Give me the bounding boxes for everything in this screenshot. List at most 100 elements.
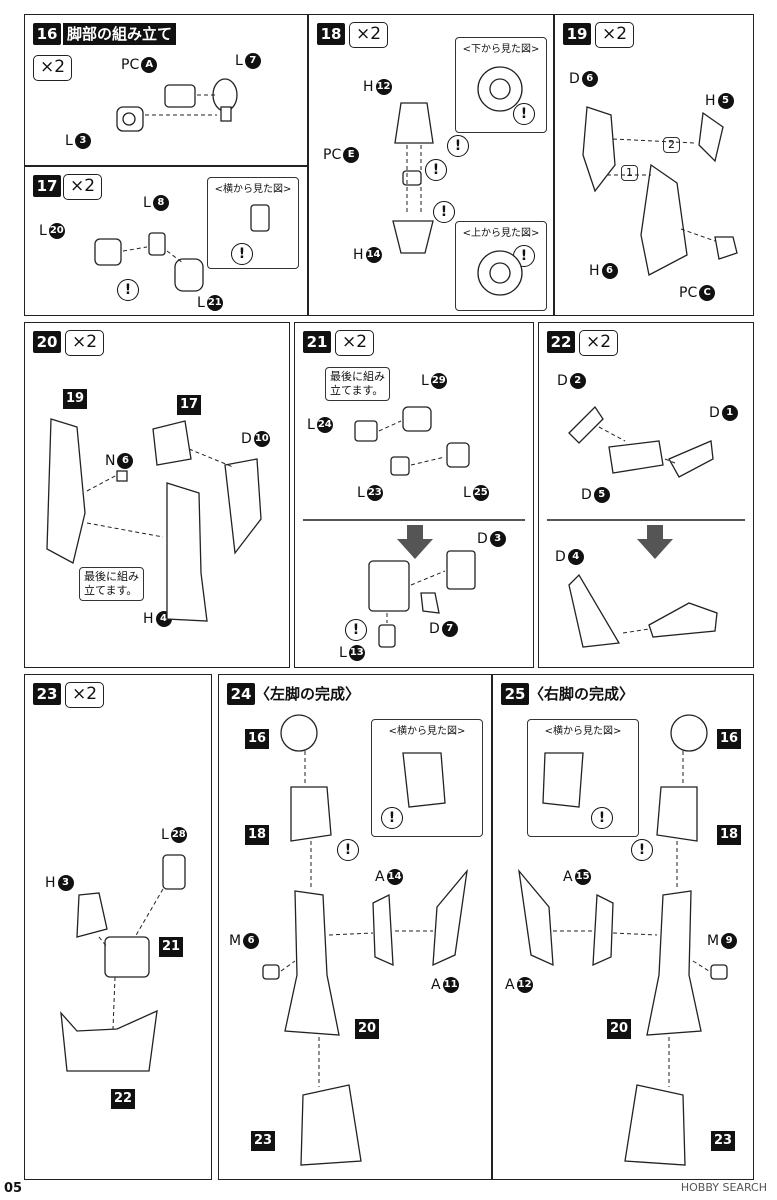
part-runner: M [229,933,242,949]
part-number: 7 [441,621,458,637]
part-number: 11 [442,977,459,993]
part-runner: A [375,869,385,885]
step-title: 〈左脚の完成〉 [255,685,361,703]
part-number: 14 [386,869,403,885]
attention-icon: ! [447,135,469,157]
part-number: A [141,57,158,73]
step-reference-23: 23 [251,1131,276,1151]
step-reference-20: 20 [355,1019,380,1039]
attention-icon: ! [631,839,653,861]
part-runner: L [421,373,429,389]
next-stage-arrow [397,525,433,559]
watermark: HOBBY SEARCH [680,1181,767,1194]
section-divider [547,519,745,521]
step-number: 22 [547,331,575,353]
assembly-note: 最後に組み 立てます。 [79,567,144,601]
view-caption: <横から見た図> [544,726,622,737]
part-runner: L [65,133,73,149]
part-number: 8 [152,195,169,211]
part-number: 25 [472,485,489,501]
quantity-badge: ×2 [335,330,375,356]
part-runner: L [357,485,365,501]
part-number: C [699,285,716,301]
step-number: 24 [227,683,255,705]
part-runner: PC [121,57,140,73]
part-runner: H [353,247,364,263]
step-17-illustration [94,204,270,292]
part-runner: L [197,295,205,311]
quantity-badge: ×2 [579,330,619,356]
step-25-illustration [518,714,728,1166]
part-runner: L [307,417,315,433]
quantity-badge: ×2 [65,330,105,356]
attention-icon: ! [345,619,367,641]
part-number: 14 [365,247,382,263]
step-title: 〈右脚の完成〉 [529,685,635,703]
step-reference-19: 19 [63,389,88,409]
part-number: 10 [253,431,270,447]
step-number: 17 [33,175,61,197]
view-caption: <下から見た図> [462,44,540,55]
part-number: 3 [74,133,91,149]
part-number: 6 [581,71,598,87]
next-stage-arrow [637,525,673,559]
part-number: 7 [244,53,261,69]
attention-icon: ! [425,159,447,181]
part-number: 5 [717,93,734,109]
part-runner: L [39,223,47,239]
part-runner: D [569,71,580,87]
part-runner: PC [679,285,698,301]
part-runner: D [709,405,720,421]
step-22-illustration [568,405,718,648]
attention-icon: ! [381,807,403,829]
step-number: 16 [33,23,61,45]
step-reference-22: 22 [111,1089,136,1109]
part-number: 6 [117,453,134,469]
attention-icon: ! [337,839,359,861]
part-runner: M [707,933,720,949]
part-number: 12 [516,977,533,993]
step-number: 23 [33,683,61,705]
part-runner: D [557,373,568,389]
part-number: 3 [57,875,74,891]
assembly-note: 最後に組み 立てます。 [325,367,390,401]
part-runner: D [241,431,252,447]
attention-icon: ! [231,243,253,265]
step-23-illustration [60,854,186,1072]
step-title: 脚部の組み立て [63,23,177,45]
attention-icon: ! [591,807,613,829]
step-reference-23: 23 [711,1131,736,1151]
step-number: 21 [303,331,331,353]
part-runner: L [235,53,243,69]
part-runner: PC [323,147,342,163]
part-runner: D [555,549,566,565]
step-reference-16: 16 [245,729,270,749]
part-number: 12 [375,79,392,95]
view-caption: <横から見た図> [214,184,292,195]
